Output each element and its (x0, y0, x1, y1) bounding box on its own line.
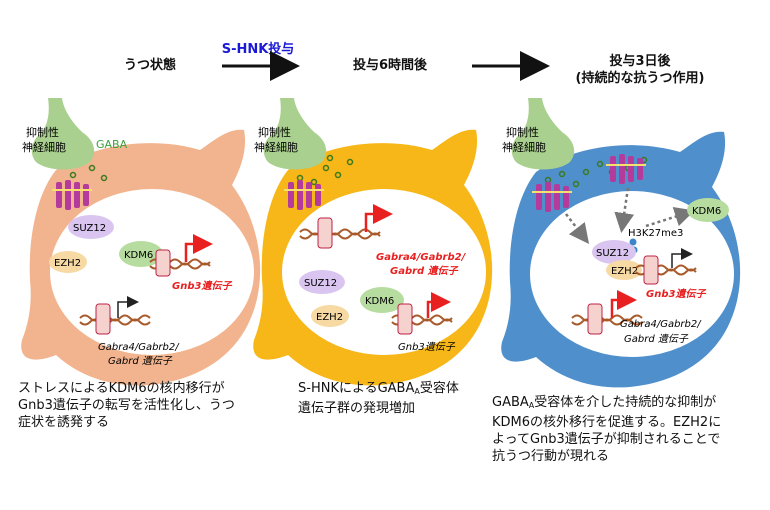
nucleosome-2a (317, 217, 333, 249)
nucleosome-1a (155, 249, 171, 277)
ezh2-label-3: EZH2 (611, 266, 638, 277)
transcription-arrow-3b (610, 290, 637, 318)
neuron-3-label-line1: 抑制性 (506, 125, 539, 139)
transcription-arrow-2a (364, 204, 393, 232)
neuron-2-label-line1: 抑制性 (258, 125, 291, 139)
cell-1-nucleus (50, 189, 254, 355)
gene-gnb3-label-1: Gnb3遺伝子 (172, 280, 232, 292)
caption-stage2: S-HNKによるGABAA受容体 遺伝子群の発現増加 (298, 380, 498, 417)
nucleosome-3b (587, 303, 603, 335)
gene-gabra-label-3-line2: Gabrd 遺伝子 (624, 333, 689, 345)
stage3-header-line1: 投与3日後 (609, 54, 671, 69)
ezh2-protein-2 (311, 305, 349, 327)
gene-gnb3-label-3: Gnb3遺伝子 (646, 288, 706, 300)
gaba-dots-1 (69, 164, 108, 182)
caption-3-line2: KDM6の核外移行を促進する。EZH2に (492, 415, 722, 430)
caption-3-part1: GABA (492, 395, 529, 410)
gene-gabra-label-2-line1: Gabra4/Gabrb2/ (376, 252, 467, 263)
gene-gabra-label-3-line1: Gabra4/Gabrb2/ (620, 319, 702, 330)
suz12-label-3: SUZ12 (596, 248, 629, 259)
gene-gabra-label-1-line1: Gabra4/Gabrb2/ (98, 342, 180, 353)
caption-2-sub: A (414, 387, 420, 396)
transcription-arrow-1a (184, 234, 213, 262)
stage3-header-line2: (持続的な抗うつ作用) (575, 71, 705, 86)
transcription-arrow-2b (426, 292, 451, 318)
gene-gabra-label-2-line2: Gabrd 遺伝子 (390, 265, 459, 277)
neuron-1-label-line1: 抑制性 (26, 125, 59, 139)
kdm6-label-1: KDM6 (124, 250, 153, 261)
caption-2-part1: S-HNKによるGABA (298, 381, 415, 396)
kdm6-protein-2 (360, 287, 404, 313)
nucleosome-1b (95, 303, 111, 335)
ezh2-label-2: EZH2 (316, 312, 343, 323)
suz12-label-1: SUZ12 (73, 223, 106, 234)
gaba-label: GABA (96, 138, 128, 151)
ezh2-protein-3 (606, 260, 642, 280)
caption-1-line2: Gnb3遺伝子の転写を活性化し、うつ (18, 398, 235, 413)
ezh2-protein-1 (49, 251, 87, 273)
neuron-3-label-line2: 神経細胞 (502, 140, 546, 154)
neuron-2-label-line2: 神経細胞 (254, 140, 298, 154)
suz12-label-2: SUZ12 (304, 278, 337, 289)
ezh2-label-1: EZH2 (54, 258, 81, 269)
kdm6-protein-3 (687, 198, 729, 222)
dna-gabra-1 (79, 314, 151, 326)
caption-3-part2: 受容体を介した持続的な抑制が (534, 395, 717, 410)
caption-1-line1: ストレスによるKDM6の核内移行が (18, 381, 225, 396)
caption-3-line3: よってGnb3遺伝子が抑制されることで (492, 432, 721, 447)
h3k27me3-label: H3K27me3 (628, 228, 683, 239)
signal-arrow-3b (614, 187, 635, 233)
nucleosome-2b (397, 303, 413, 335)
neuron-1-label-line2: 神経細胞 (22, 140, 66, 154)
caption-2-part2: 受容体 (419, 381, 459, 396)
suz12-protein-2 (299, 270, 345, 294)
transcription-arrow-3a (671, 248, 693, 268)
suz12-protein-1 (68, 215, 114, 239)
inhibitory-neuron-2 (263, 98, 327, 170)
inhibitory-neuron-3 (511, 98, 575, 170)
caption-1-line3: 症状を誘発する (18, 415, 110, 430)
stage1-header: うつ状態 (123, 58, 176, 73)
caption-3-line4: 抗うつ行動が現れる (492, 449, 610, 464)
caption-2-line1: S-HNKによるGABAA受容体 (298, 380, 498, 400)
kdm6-label-2: KDM6 (365, 296, 394, 307)
gaba-receptor-3b (610, 154, 643, 184)
stage2-header: 投与6時間後 (352, 58, 428, 73)
inhibitory-neuron-1 (31, 98, 95, 170)
gaba-receptor-3a (536, 182, 569, 212)
caption-3-line1: GABAA受容体を介した持続的な抑制が (492, 394, 767, 414)
gaba-dots-3 (544, 156, 648, 188)
caption-2-line2: 遺伝子群の発現増加 (298, 401, 416, 416)
gene-gnb3-label-2: Gnb3遺伝子 (398, 341, 456, 353)
dna-gabra-3 (571, 314, 643, 326)
caption-stage3: GABAA受容体を介した持続的な抑制が KDM6の核外移行を促進する。EZH2に… (492, 394, 767, 465)
suz12-protein-3 (592, 240, 636, 264)
kdm6-label-3: KDM6 (692, 206, 721, 217)
caption-stage1: ストレスによるKDM6の核内移行が Gnb3遺伝子の転写を活性化し、うつ 症状を… (18, 380, 278, 431)
transcription-arrow-1b (117, 296, 139, 318)
kdm6-export-arrow (645, 207, 695, 228)
gene-gabra-label-1-line2: Gabrd 遺伝子 (108, 355, 173, 367)
nucleosome-3a (643, 255, 659, 285)
caption-3-sub: A (528, 401, 535, 410)
